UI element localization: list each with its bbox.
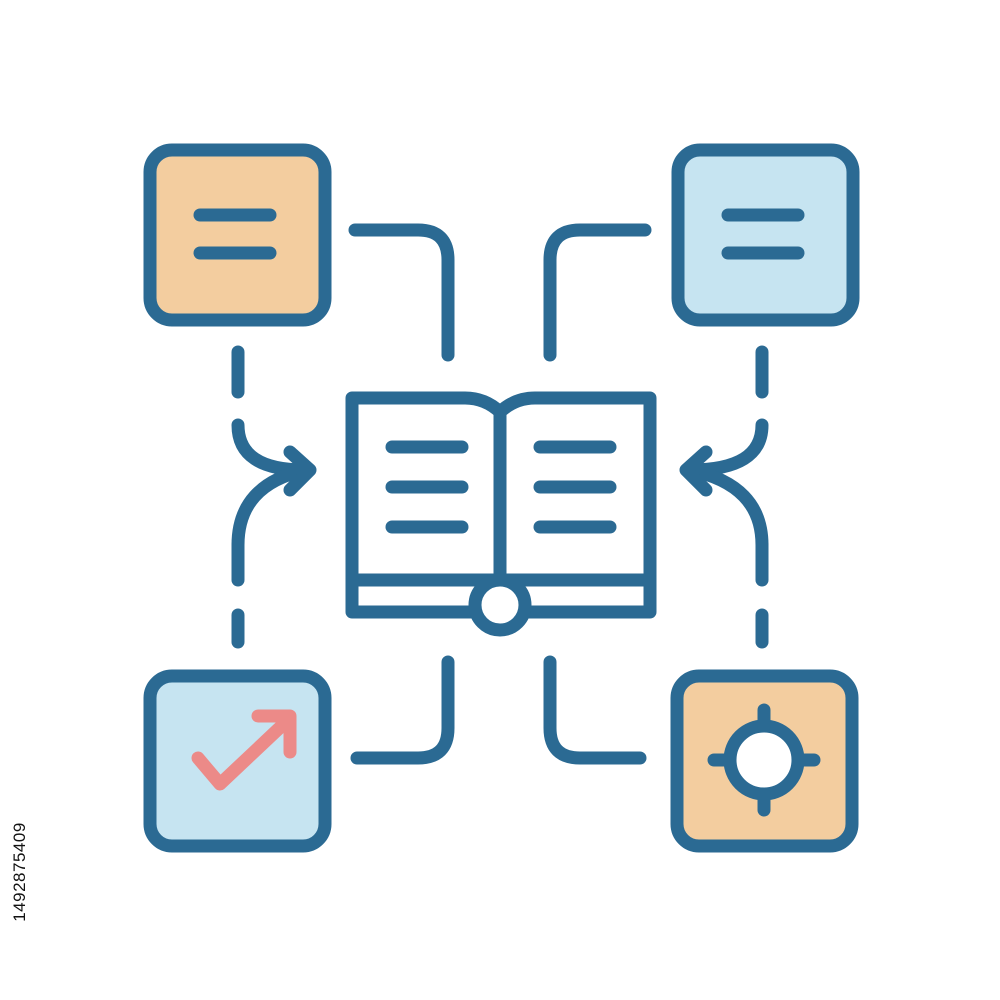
target-crosshair-icon <box>707 703 821 817</box>
open-book-icon <box>345 391 657 637</box>
trend-up-arrow-icon <box>191 709 297 791</box>
book-bookmark-circle <box>468 573 532 637</box>
right-branch-arrow <box>679 345 769 649</box>
bottom-left-trend-box <box>143 669 332 853</box>
top-right-document-box <box>671 143 860 327</box>
book-right-text-lines <box>533 440 617 534</box>
document-lines-icon <box>193 208 277 260</box>
left-branch-arrow <box>231 345 317 649</box>
connector-top-left <box>348 223 455 362</box>
stock-image-id-text: 1492875409 <box>10 822 30 922</box>
connector-bottom-left <box>350 655 455 765</box>
top-left-document-box <box>143 143 332 327</box>
connector-top-right <box>543 223 652 362</box>
bottom-right-target-box <box>670 669 859 853</box>
stock-image-id: 1492875409 <box>6 752 34 992</box>
document-lines-icon <box>721 208 805 260</box>
book-left-text-lines <box>385 440 469 534</box>
connector-bottom-right <box>543 655 647 765</box>
